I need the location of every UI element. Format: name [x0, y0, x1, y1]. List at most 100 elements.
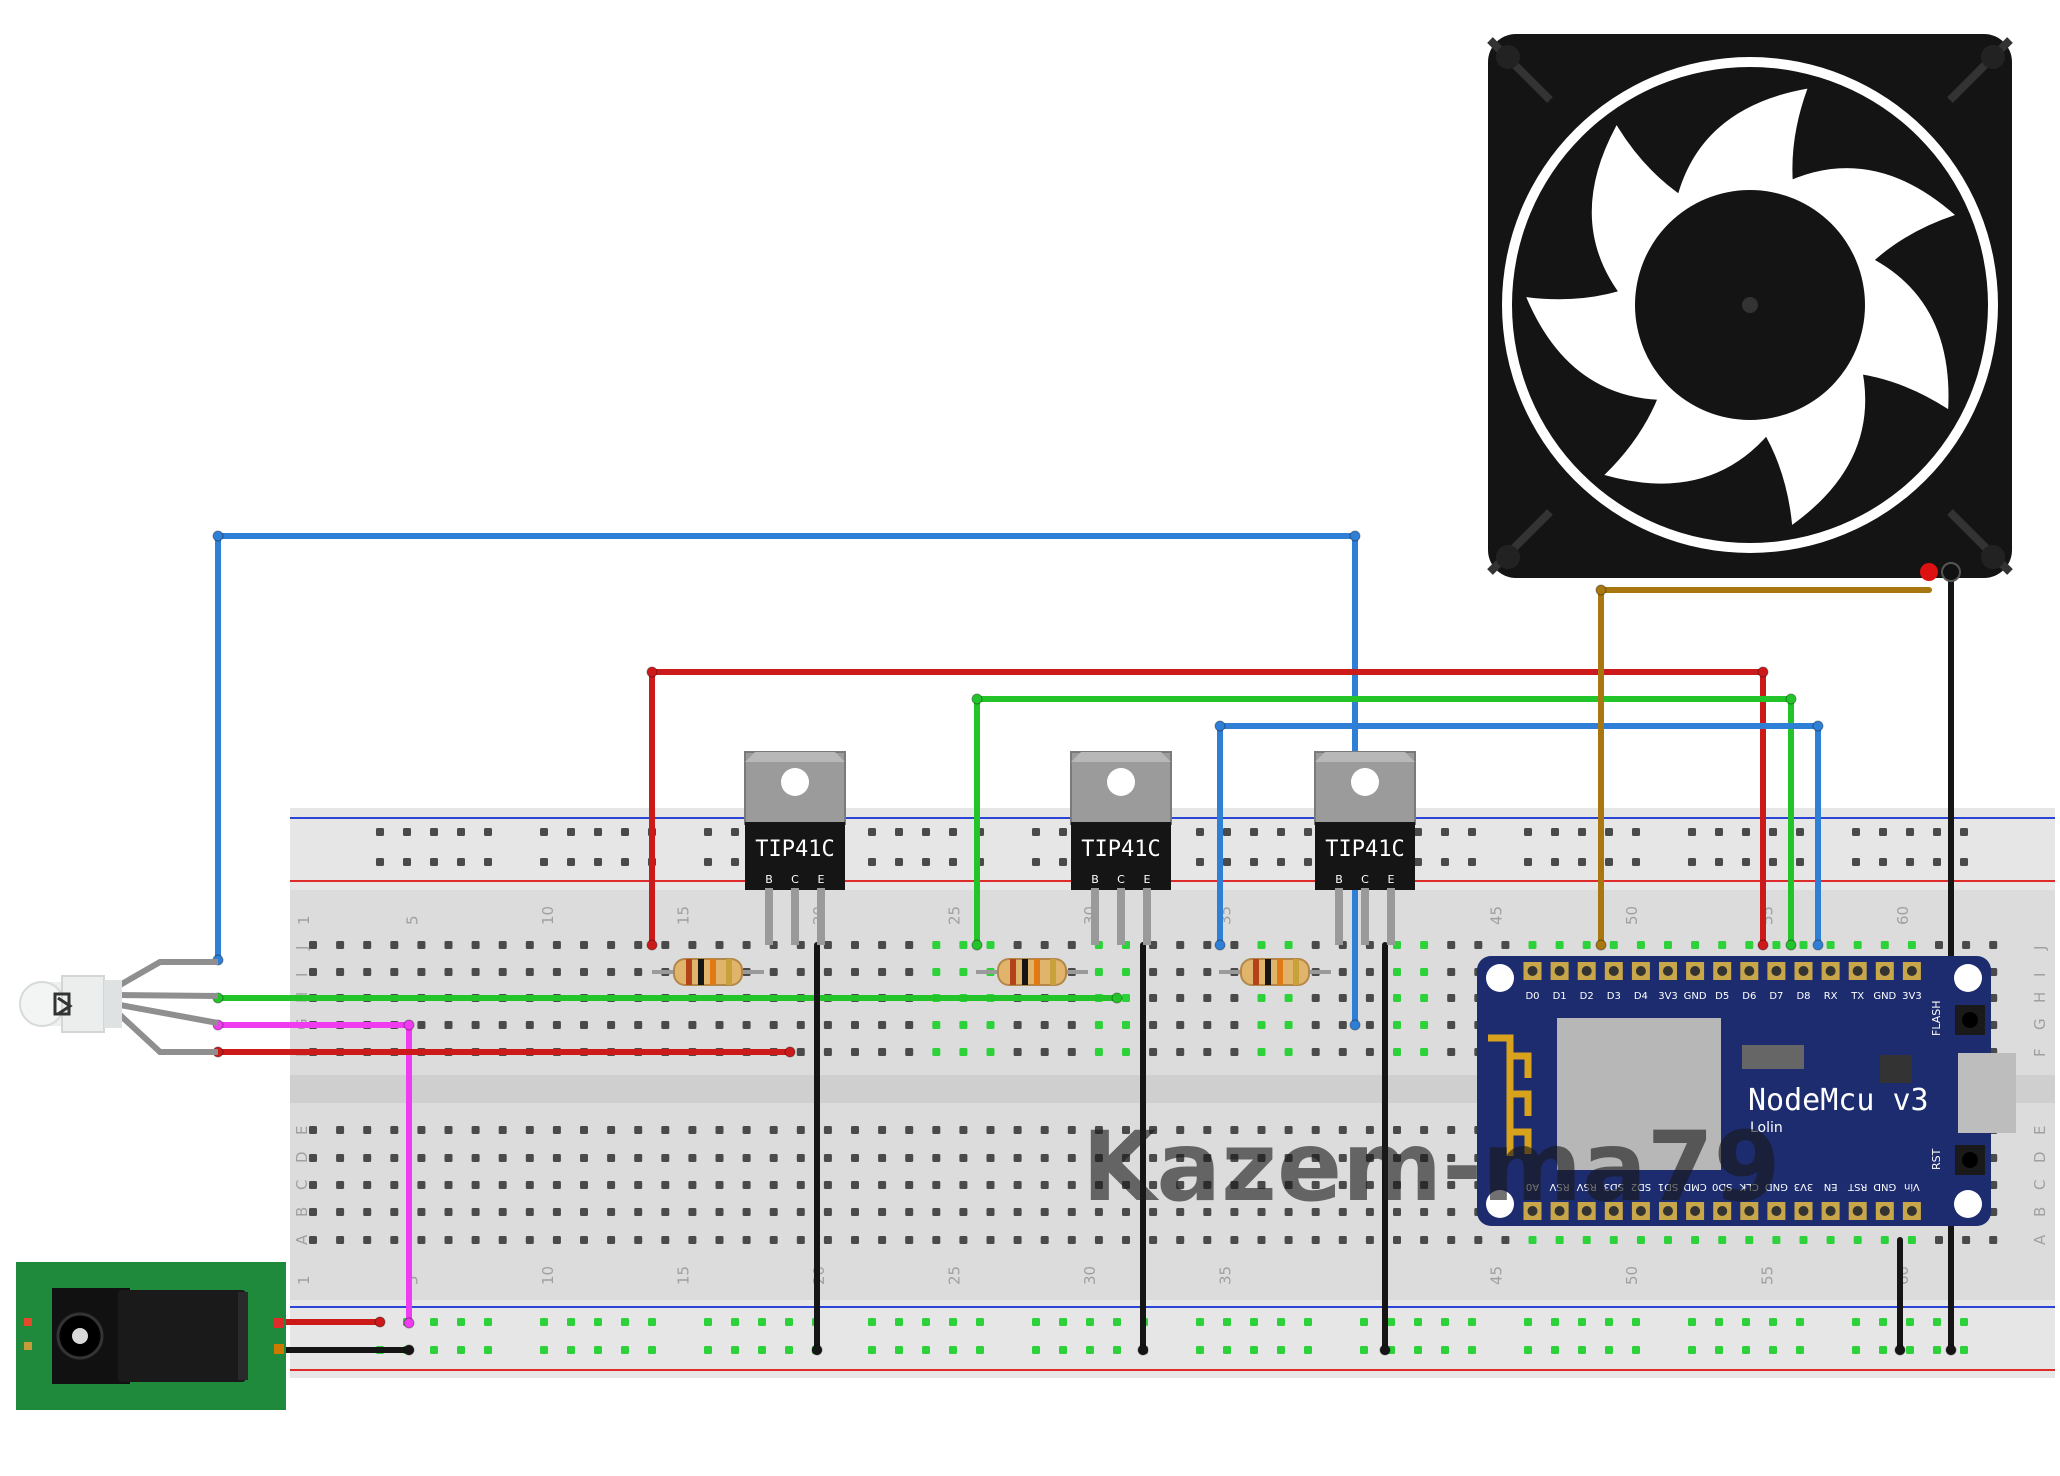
breadboard-hole — [363, 1236, 372, 1244]
rail-hole — [540, 1346, 548, 1354]
rail-hole — [376, 858, 384, 866]
wire-end — [1214, 939, 1226, 951]
breadboard-hole — [1989, 1236, 1998, 1244]
breadboard-hole — [796, 1154, 805, 1162]
wire-end — [1349, 1019, 1361, 1031]
breadboard-hole — [634, 1021, 643, 1029]
breadboard-hole — [1989, 1021, 1998, 1029]
pin-label: SD0 — [1712, 1181, 1732, 1192]
rail-hole — [1250, 1318, 1258, 1326]
rail-hole — [1769, 828, 1777, 836]
breadboard-hole — [634, 1208, 643, 1216]
rail-hole — [1578, 828, 1586, 836]
breadboard-hole — [1853, 941, 1862, 949]
breadboard-hole — [851, 1126, 859, 1134]
rail-hole — [1578, 1318, 1586, 1326]
rail-hole — [976, 1318, 984, 1326]
breadboard-hole — [851, 1236, 859, 1244]
breadboard-hole — [959, 941, 968, 949]
breadboard-hole — [715, 1154, 724, 1162]
breadboard-hole — [1176, 1181, 1185, 1189]
rail-hole — [457, 828, 465, 836]
rail-hole — [1852, 1346, 1860, 1354]
rail-hole — [1196, 1318, 1204, 1326]
breadboard-hole — [1284, 1236, 1293, 1244]
breadboard-hole — [851, 1181, 859, 1189]
pin-label: RX — [1824, 991, 1838, 1002]
rail-hole — [540, 1318, 548, 1326]
breadboard-hole — [1420, 1126, 1429, 1134]
wire-end — [403, 1344, 415, 1356]
rail-hole — [1796, 828, 1804, 836]
breadboard-hole — [1718, 941, 1727, 949]
breadboard-hole — [905, 1126, 914, 1134]
breadboard-hole — [1691, 941, 1700, 949]
breadboard-hole — [1393, 1154, 1401, 1162]
wire-end — [971, 693, 983, 705]
breadboard-hole — [1284, 941, 1293, 949]
rail-hole — [376, 828, 384, 836]
breadboard-hole — [1013, 1154, 1022, 1162]
breadboard-hole — [1501, 941, 1510, 949]
breadboard-hole — [444, 1021, 453, 1029]
rail-hole — [1715, 828, 1723, 836]
pin-label: GND — [1765, 1181, 1788, 1192]
breadboard-hole — [417, 968, 426, 976]
rail-hole — [704, 1346, 712, 1354]
breadboard-hole — [1257, 994, 1266, 1002]
breadboard-hole — [471, 1181, 480, 1189]
breadboard-hole — [1230, 941, 1239, 949]
breadboard-hole — [959, 1021, 968, 1029]
breadboard-hole — [471, 1126, 480, 1134]
rail-hole — [1688, 828, 1696, 836]
breadboard-hole — [986, 1154, 995, 1162]
breadboard-hole — [1230, 1021, 1239, 1029]
wire-green-d7 — [974, 696, 1794, 948]
pin-label: D6 — [1742, 991, 1756, 1002]
wire-end — [1812, 720, 1824, 732]
breadboard-hole — [1122, 1236, 1130, 1244]
rail-hole — [1933, 1346, 1941, 1354]
breadboard-hole — [932, 1236, 941, 1244]
rail-hole — [1277, 828, 1285, 836]
breadboard-hole — [823, 941, 832, 949]
rail-hole — [1906, 828, 1914, 836]
breadboard-hole — [959, 1126, 968, 1134]
row-letter: D — [2031, 1151, 2049, 1163]
breadboard-hole — [1284, 1126, 1293, 1134]
breadboard-hole — [742, 1208, 751, 1216]
breadboard-hole — [390, 1154, 399, 1162]
rail-hole — [1551, 858, 1559, 866]
column-number: 5 — [403, 915, 421, 925]
flash-label: FLASH — [1930, 1001, 1943, 1037]
rail-hole — [621, 828, 629, 836]
breadboard-hole — [417, 1208, 426, 1216]
pin-label: D1 — [1553, 991, 1567, 1002]
rail-hole — [949, 828, 957, 836]
breadboard-hole — [932, 1154, 941, 1162]
breadboard-hole — [1880, 1236, 1889, 1244]
breadboard-hole — [390, 941, 399, 949]
breadboard-hole — [1609, 1236, 1618, 1244]
breadboard-hole — [1989, 1208, 1998, 1216]
breadboard-hole — [1826, 1236, 1835, 1244]
breadboard-hole — [498, 1021, 507, 1029]
rail-hole — [1196, 858, 1204, 866]
wire-end — [1137, 1344, 1149, 1356]
breadboard-hole — [1582, 1236, 1591, 1244]
breadboard-hole — [796, 1048, 805, 1056]
breadboard-hole — [1365, 1126, 1374, 1134]
rail-hole — [1742, 828, 1750, 836]
breadboard-hole — [661, 1126, 670, 1134]
breadboard-hole — [959, 1181, 968, 1189]
breadboard-hole — [1203, 1208, 1212, 1216]
breadboard-hole — [1230, 994, 1239, 1002]
breadboard-hole — [688, 1154, 697, 1162]
breadboard-hole — [905, 1181, 914, 1189]
breadboard-hole — [1230, 1208, 1239, 1216]
rail-hole — [1715, 1346, 1723, 1354]
breadboard-hole — [1176, 1154, 1185, 1162]
column-number: 10 — [539, 1266, 557, 1285]
